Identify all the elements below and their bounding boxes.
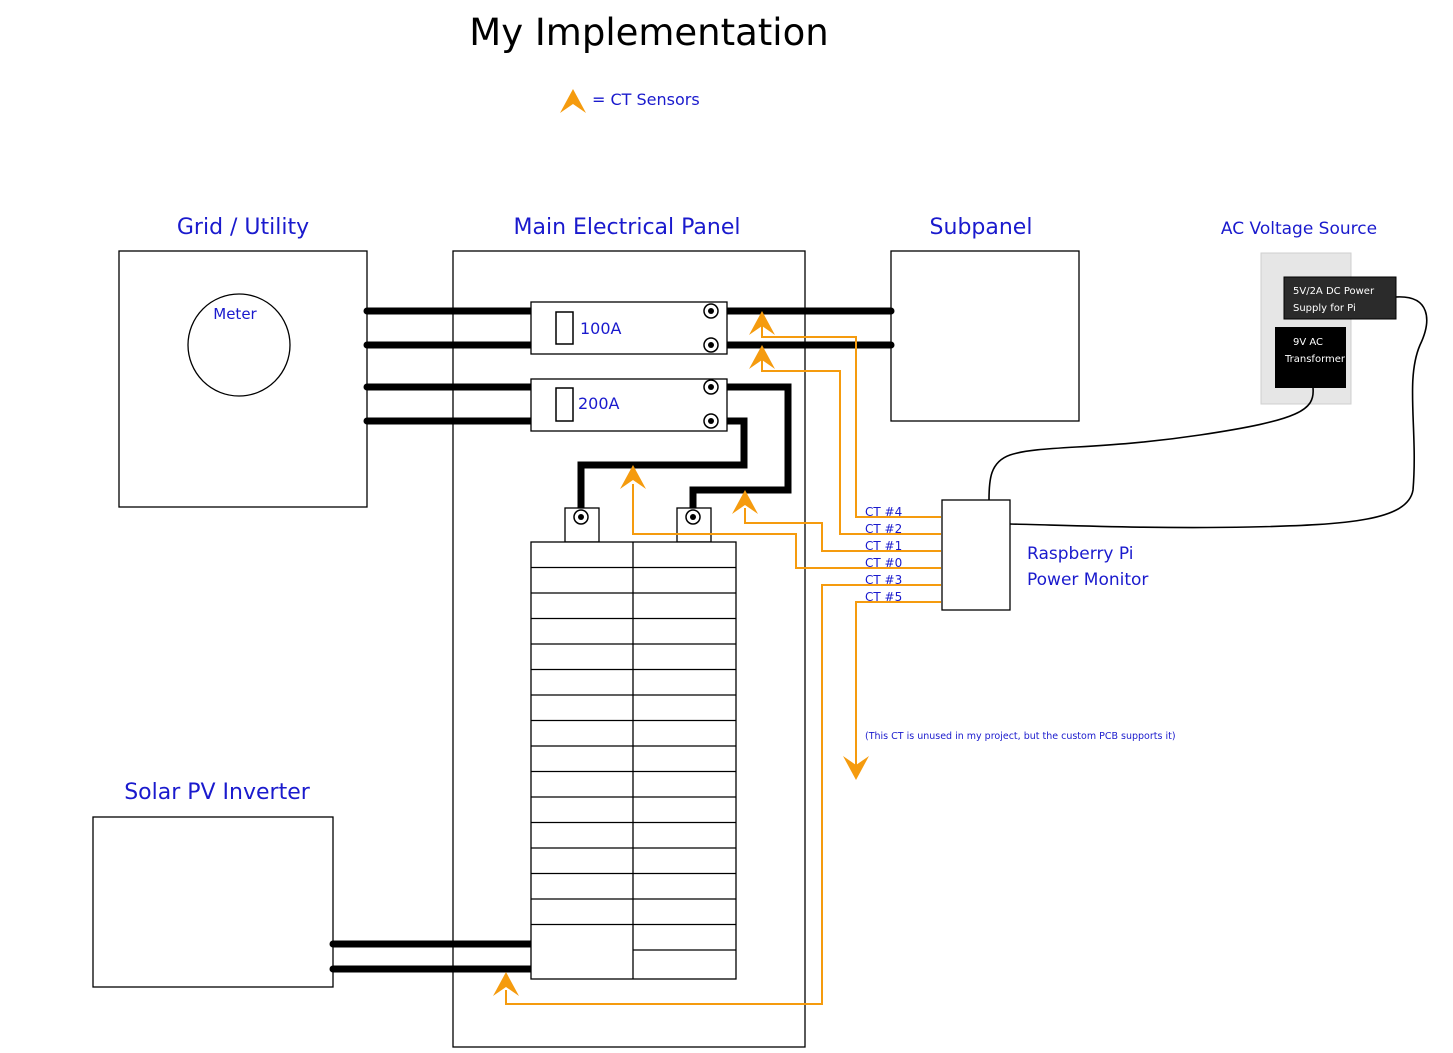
terminal-dot-icon <box>690 514 696 520</box>
ct-sensor-5-icon <box>843 756 869 780</box>
legend-label: = CT Sensors <box>592 90 700 109</box>
terminal-dot-icon <box>708 308 714 314</box>
breaker-100a-switch-icon <box>555 311 574 345</box>
terminal-dot-icon <box>708 418 714 424</box>
breaker-200a-switch-icon <box>555 387 574 422</box>
ct-sensor-3-icon <box>493 972 519 996</box>
page-title: My Implementation <box>469 11 828 54</box>
ct-wire-4 <box>761 326 941 518</box>
ct-label-0: CT #0 <box>865 556 902 570</box>
grid-label: Grid / Utility <box>177 215 309 240</box>
transformer-line1: 9V AC <box>1293 337 1323 348</box>
ac-source-label: AC Voltage Source <box>1221 219 1377 239</box>
ct-sensor-0-icon <box>620 465 646 489</box>
ct-label-4: CT #4 <box>865 505 902 519</box>
dc-supply-line1: 5V/2A DC Power <box>1293 286 1375 297</box>
pi-label-line2: Power Monitor <box>1027 570 1148 590</box>
ct-label-3: CT #3 <box>865 573 902 587</box>
transformer-line2: Transformer <box>1284 354 1346 365</box>
ct-sensor-4-icon <box>749 311 775 335</box>
ct-sensor-1-icon <box>732 490 758 514</box>
breaker-100a <box>530 301 728 355</box>
wire-200a-bus-left <box>577 417 748 520</box>
ct-wire-5 <box>855 601 941 765</box>
raspberry-pi-box <box>941 499 1011 611</box>
ct-label-2: CT #2 <box>865 522 902 536</box>
solar-box <box>92 816 334 988</box>
pi-label-line1: Raspberry Pi <box>1027 544 1134 564</box>
ct-wire-1 <box>744 508 941 552</box>
terminal-dot-icon <box>708 384 714 390</box>
dc-supply-line2: Supply for Pi <box>1293 303 1356 314</box>
cable-dc-supply-to-pi <box>1009 296 1428 529</box>
ct-unused-note: (This CT is unused in my project, but th… <box>865 731 1176 742</box>
ac-transformer <box>1275 327 1346 388</box>
cable-transformer-to-pi <box>988 387 1314 501</box>
ct-wire-0 <box>632 484 941 569</box>
branch-breaker-grid <box>530 541 737 980</box>
ct-wire-3 <box>505 584 941 1005</box>
ct-label-5: CT #5 <box>865 590 902 604</box>
ct-sensor-legend-icon <box>560 89 586 113</box>
breaker-200a-label: 200A <box>578 394 620 413</box>
breaker-100a-label: 100A <box>580 319 622 338</box>
dc-power-supply <box>1283 276 1397 320</box>
meter-label: Meter <box>213 305 257 323</box>
meter-icon <box>187 293 291 397</box>
wire-200a-bus-right <box>689 383 792 520</box>
main-panel-label: Main Electrical Panel <box>514 215 741 240</box>
terminal-dot-icon <box>578 514 584 520</box>
terminal-dot-icon <box>708 342 714 348</box>
ct-wire-2 <box>761 360 941 535</box>
solar-label: Solar PV Inverter <box>124 780 311 805</box>
ct-sensor-2-icon <box>749 345 775 369</box>
subpanel-label: Subpanel <box>930 215 1033 240</box>
subpanel-box <box>890 250 1080 422</box>
ct-label-1: CT #1 <box>865 539 902 553</box>
